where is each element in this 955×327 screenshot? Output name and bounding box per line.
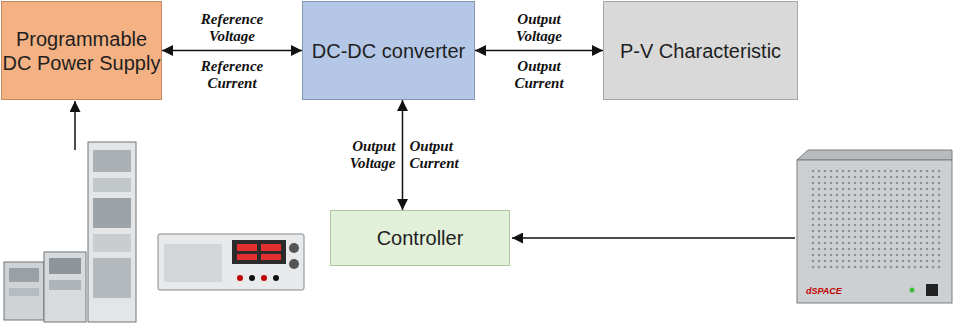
- converter-box: DC-DC converter: [302, 1, 475, 100]
- vent-grid: [808, 170, 941, 270]
- terminal: [249, 275, 255, 281]
- signal-label: Output Current: [499, 58, 579, 93]
- knob: [289, 259, 299, 269]
- middle-cabinet: [44, 252, 86, 322]
- controller-arrow: [512, 237, 795, 239]
- signal-label: Output Voltage: [499, 11, 579, 46]
- unit-top: [797, 150, 952, 160]
- unit-front: [797, 160, 952, 303]
- cabinet-panel: [49, 280, 81, 290]
- dspace-unit-photo: [512, 150, 952, 303]
- small-cabinet: [4, 262, 44, 320]
- signal-label: Reference Voltage: [184, 11, 280, 46]
- signal-label: Output Current: [410, 138, 476, 173]
- display-segment: [261, 254, 281, 260]
- signal-label: Output Voltage: [330, 138, 396, 173]
- power-supply-box: Programmable DC Power Supply: [1, 1, 162, 100]
- display-panel: [232, 240, 286, 264]
- cabinet-panel: [9, 268, 39, 282]
- terminal: [237, 275, 243, 281]
- cabinet-panel: [9, 288, 39, 296]
- box-label: Programmable DC Power Supply: [2, 27, 161, 75]
- power-switch: [926, 284, 938, 296]
- rack-panel: [93, 258, 131, 298]
- controller-box: Controller: [330, 210, 510, 266]
- rack-equipment-photo: [4, 101, 136, 322]
- bench-supply-photo: [158, 234, 304, 290]
- box-label: P-V Characteristic: [620, 39, 781, 63]
- vent-panel: [164, 244, 222, 282]
- display-segment: [237, 244, 257, 251]
- display-segment: [261, 244, 281, 251]
- cabinet-panel: [49, 258, 81, 274]
- terminal: [261, 275, 267, 281]
- display-segment: [237, 254, 257, 260]
- rack-panel: [93, 234, 131, 252]
- bench-supply-body: [158, 234, 304, 290]
- rack-panel: [93, 198, 131, 228]
- characteristic-box: P-V Characteristic: [603, 1, 798, 100]
- tall-rack: [88, 142, 136, 322]
- power-led: [910, 288, 915, 293]
- box-label: Controller: [377, 226, 464, 250]
- signal-label: Reference Current: [184, 58, 280, 93]
- supply-arrow: [74, 101, 76, 150]
- rack-panel: [93, 178, 131, 192]
- terminal: [273, 275, 279, 281]
- box-label: DC-DC converter: [312, 39, 465, 63]
- brand-logo: dSPACE: [806, 287, 842, 296]
- signal-arrow: [162, 50, 302, 52]
- signal-arrow: [402, 100, 404, 210]
- knob: [289, 243, 299, 253]
- signal-arrow: [475, 50, 603, 52]
- rack-panel: [93, 150, 131, 172]
